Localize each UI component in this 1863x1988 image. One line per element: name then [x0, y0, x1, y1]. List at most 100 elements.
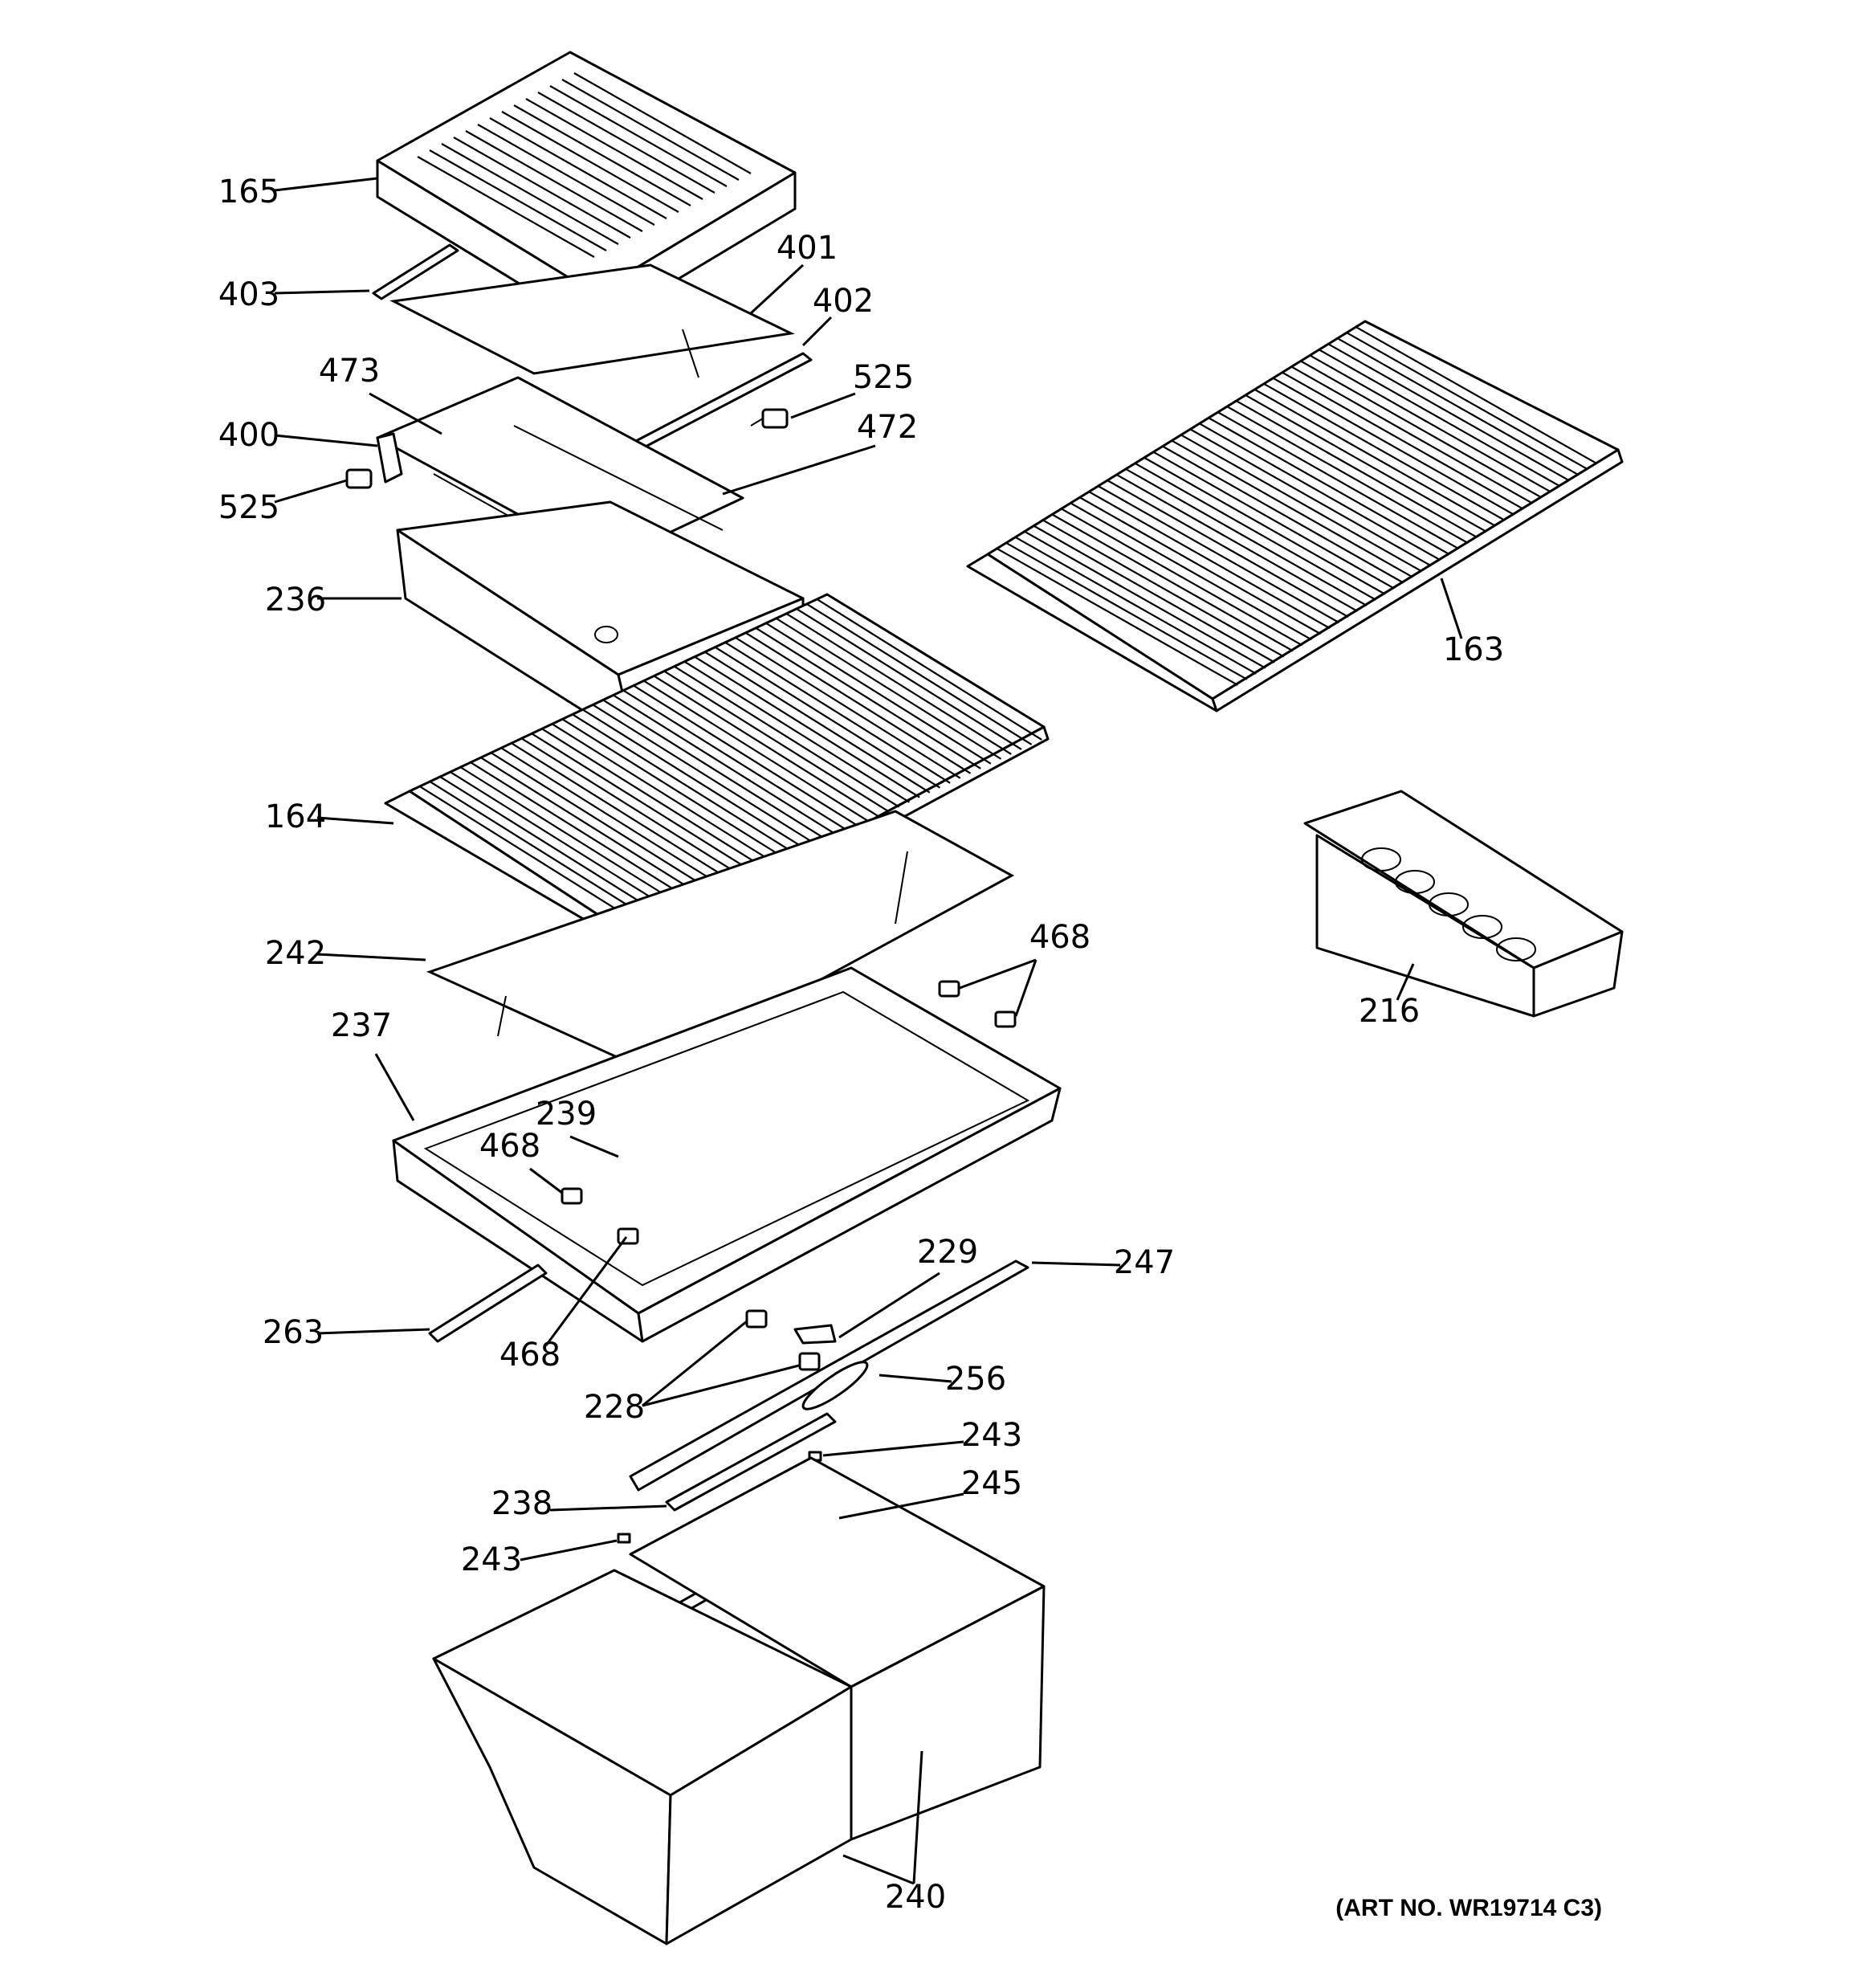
- leader-line-238: [549, 1504, 667, 1512]
- leader-line-216: [1396, 963, 1415, 1001]
- shelf-wire: [643, 680, 870, 823]
- shelf-wire: [1079, 496, 1322, 635]
- part-247-bar: [629, 1259, 1029, 1492]
- shelf-wire: [511, 742, 737, 885]
- shelf-wire: [1263, 382, 1506, 521]
- callout-240: 240: [885, 1879, 946, 1916]
- callout-216: 216: [1359, 993, 1420, 1030]
- leader-line-403: [274, 289, 370, 295]
- cover-rib: [561, 79, 740, 181]
- shelf-wire: [1051, 513, 1294, 652]
- shelf-wire: [816, 598, 1042, 741]
- part-525-screw-left: [345, 468, 373, 489]
- shelf-wire: [541, 728, 768, 871]
- leader-line-164: [316, 816, 394, 825]
- leader-line-243a: [822, 1440, 964, 1457]
- shelf-wire: [796, 607, 1022, 750]
- part-164-wire-shelf: [384, 593, 1050, 957]
- shelf-wire: [806, 603, 1033, 745]
- leader-line-401: [749, 263, 805, 315]
- shelf-wire: [765, 622, 992, 765]
- shelf-wire: [735, 636, 961, 779]
- callout-163: 163: [1443, 631, 1504, 668]
- shelf-wire: [561, 718, 788, 861]
- shelf-wire: [1014, 536, 1257, 675]
- shelf-wire: [1226, 406, 1469, 545]
- shelf-wire: [785, 612, 1012, 755]
- leader-line-468a: [959, 958, 1037, 990]
- part-263-rail: [428, 1263, 548, 1343]
- callout-525a: 525: [853, 359, 914, 396]
- shelf-wire: [1217, 411, 1460, 550]
- cover-rib: [525, 98, 703, 200]
- shelf-wire: [1199, 423, 1441, 561]
- part-468-clips-right: [938, 980, 1017, 1028]
- cover-rib: [417, 156, 595, 258]
- cover-rib: [549, 85, 728, 187]
- shelf-wire: [1346, 332, 1588, 471]
- shelf-wire: [520, 737, 748, 880]
- part-216-bin: [1303, 790, 1624, 1018]
- leader-line-263: [316, 1328, 430, 1335]
- shelf-wire: [613, 694, 839, 837]
- shelf-wire: [439, 776, 666, 919]
- leader-line-468c: [544, 1236, 628, 1346]
- shelf-wire: [1107, 480, 1349, 618]
- shelf-wire: [694, 655, 920, 798]
- shelf-wire: [1290, 365, 1533, 504]
- cover-rib: [477, 124, 655, 226]
- shelf-wire: [1189, 428, 1432, 567]
- leader-line-229: [838, 1272, 940, 1339]
- shelf-wire: [1337, 337, 1580, 476]
- part-402-rail: [633, 352, 813, 450]
- callout-243a: 243: [961, 1417, 1022, 1454]
- part-256-knob: [801, 1361, 869, 1410]
- cover-rib: [501, 111, 679, 213]
- shelf-wire: [744, 631, 972, 774]
- callout-236: 236: [265, 582, 326, 618]
- shelf-wire: [450, 771, 676, 914]
- leader-line-400: [274, 434, 378, 447]
- callout-468c: 468: [499, 1337, 561, 1374]
- leader-line-525a: [790, 392, 856, 419]
- leader-line-468b: [529, 1167, 563, 1194]
- leader-line-239: [569, 1135, 619, 1158]
- leader-line-245: [838, 1492, 964, 1520]
- shelf-wire: [1319, 349, 1561, 488]
- shelf-wire: [500, 747, 727, 890]
- callout-243b: 243: [461, 1541, 522, 1578]
- part-242-glass: [426, 810, 1015, 1074]
- part-229-slide: [793, 1324, 837, 1345]
- bin-cup: [1361, 847, 1401, 872]
- callout-468a: 468: [1029, 919, 1090, 956]
- shelf-wire: [470, 761, 696, 904]
- part-163-wire-shelf: [966, 320, 1624, 712]
- shelf-wire: [419, 786, 646, 928]
- shelf-wire: [633, 684, 859, 827]
- shelf-wire: [1355, 326, 1598, 465]
- shelf-wire: [1098, 485, 1340, 624]
- shelf-wire: [1282, 371, 1524, 510]
- shelf-wire: [1070, 502, 1312, 641]
- shelf-wire: [1033, 525, 1275, 663]
- cover-rib: [465, 130, 643, 232]
- shelf-wire: [1254, 388, 1496, 527]
- leader-line-472: [722, 444, 876, 496]
- callout-228: 228: [584, 1389, 645, 1426]
- callout-256: 256: [945, 1361, 1006, 1398]
- bin-cup: [1462, 915, 1502, 939]
- leader-line-228: [642, 1364, 800, 1407]
- shelf-wire: [1152, 451, 1395, 590]
- leader-line-525b: [274, 479, 348, 504]
- leader-line-402: [801, 316, 833, 347]
- cover-rib: [513, 104, 691, 206]
- shelf-wire: [572, 713, 798, 856]
- bin-cup: [1395, 870, 1435, 894]
- cover-rib: [441, 143, 619, 245]
- leader-line-468a: [1014, 959, 1037, 1017]
- leader-line-237: [374, 1053, 415, 1121]
- leader-line-228: [642, 1320, 748, 1407]
- callout-400: 400: [218, 417, 279, 454]
- shelf-wire: [1162, 445, 1404, 584]
